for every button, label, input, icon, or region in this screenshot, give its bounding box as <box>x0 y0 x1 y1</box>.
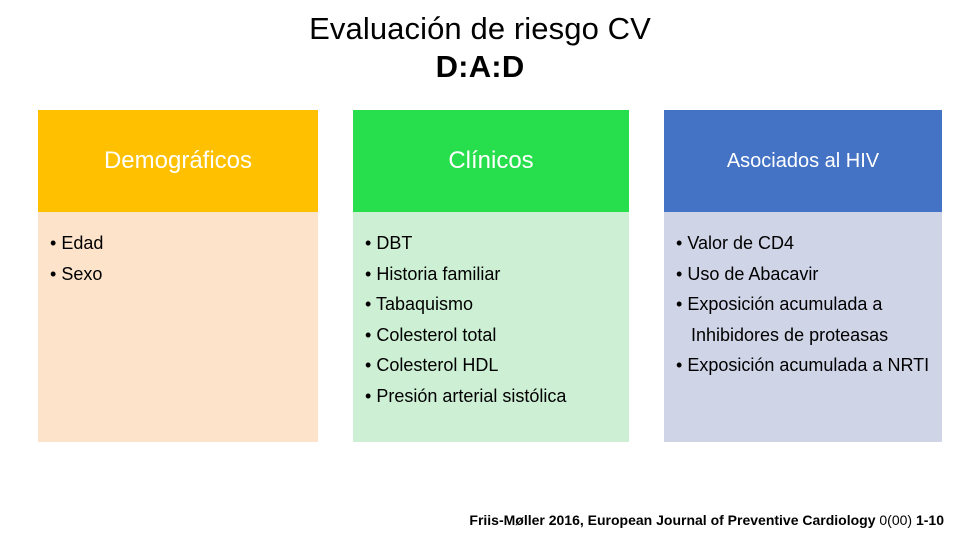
list-item-label: Uso de Abacavir <box>687 263 819 284</box>
column-header-clinicos: Clínicos <box>353 110 629 212</box>
column-header-label: Demográficos <box>103 147 253 174</box>
column-body-clinicos: • DBT • Historia familiar • Tabaquismo •… <box>353 212 629 442</box>
column-clinicos: Clínicos • DBT • Historia familiar • Tab… <box>353 110 629 442</box>
bullet-icon: • <box>365 355 372 375</box>
list-item: • Edad <box>50 228 308 259</box>
list-item: • DBT <box>365 228 619 259</box>
list-item-label: Exposición acumulada a Inhibidores de pr… <box>687 294 889 345</box>
list-item-label: Presión arterial sistólica <box>376 385 567 406</box>
list-item-label: Colesterol HDL <box>376 355 499 375</box>
list-item: • Colesterol total <box>365 320 619 351</box>
list-item: • Sexo <box>50 259 308 290</box>
list-item: • Historia familiar <box>365 259 619 290</box>
column-header-label: Asociados al HIV <box>726 150 880 172</box>
list-item-label: Exposición acumulada a NRTI <box>687 355 930 375</box>
bullet-icon: • <box>50 263 57 284</box>
list-item: • Valor de CD4 <box>676 228 932 259</box>
slide-title-primary: Evaluación de riesgo CV <box>309 11 651 46</box>
risk-factor-columns: Demográficos • Edad • Sexo Clínicos • DB… <box>38 110 942 442</box>
list-item-label: Tabaquismo <box>376 294 474 314</box>
list-item-label: Valor de CD4 <box>687 233 795 253</box>
list-item-label: Historia familiar <box>376 263 501 284</box>
column-header-asociados-al-hiv: Asociados al HIV <box>664 110 942 212</box>
column-body-asociados-al-hiv: • Valor de CD4 • Uso de Abacavir • Expos… <box>664 212 942 442</box>
bullet-icon: • <box>365 294 372 314</box>
list-item: • Tabaquismo <box>365 289 619 320</box>
bullet-list-demograficos: • Edad • Sexo <box>50 228 308 289</box>
slide-title-block: Evaluación de riesgo CV D:A:D <box>0 10 960 86</box>
bullet-icon: • <box>365 263 372 284</box>
list-item-label: Sexo <box>61 263 103 284</box>
bullet-icon: • <box>676 294 683 314</box>
list-item-label: Edad <box>61 233 104 253</box>
bullet-icon: • <box>676 355 683 375</box>
bullet-icon: • <box>365 233 372 253</box>
list-item: • Exposición acumulada a NRTI <box>676 350 932 381</box>
column-body-demograficos: • Edad • Sexo <box>38 212 318 442</box>
list-item-label: DBT <box>376 233 413 253</box>
citation-pages: 1-10 <box>912 512 944 528</box>
column-header-demograficos: Demográficos <box>38 110 318 212</box>
list-item: • Presión arterial sistólica <box>365 381 619 412</box>
bullet-icon: • <box>365 385 372 406</box>
bullet-icon: • <box>50 233 57 253</box>
bullet-icon: • <box>676 263 683 284</box>
column-header-label: Clínicos <box>448 147 534 174</box>
list-item: • Colesterol HDL <box>365 350 619 381</box>
source-citation: Friis-Møller 2016, European Journal of P… <box>0 510 944 530</box>
citation-volume: 0(00) <box>879 512 913 528</box>
bullet-list-clinicos: • DBT • Historia familiar • Tabaquismo •… <box>365 228 619 411</box>
bullet-icon: • <box>676 233 683 253</box>
list-item: • Uso de Abacavir <box>676 259 932 290</box>
list-item: • Exposición acumulada a Inhibidores de … <box>676 289 932 350</box>
citation-reference: Friis-Møller 2016, European Journal of P… <box>469 512 880 528</box>
bullet-icon: • <box>365 324 372 345</box>
list-item-label: Colesterol total <box>376 324 497 345</box>
column-demograficos: Demográficos • Edad • Sexo <box>38 110 318 442</box>
column-asociados-al-hiv: Asociados al HIV • Valor de CD4 • Uso de… <box>664 110 942 442</box>
slide-title-secondary: D:A:D <box>435 49 525 84</box>
bullet-list-asociados-al-hiv: • Valor de CD4 • Uso de Abacavir • Expos… <box>676 228 932 381</box>
